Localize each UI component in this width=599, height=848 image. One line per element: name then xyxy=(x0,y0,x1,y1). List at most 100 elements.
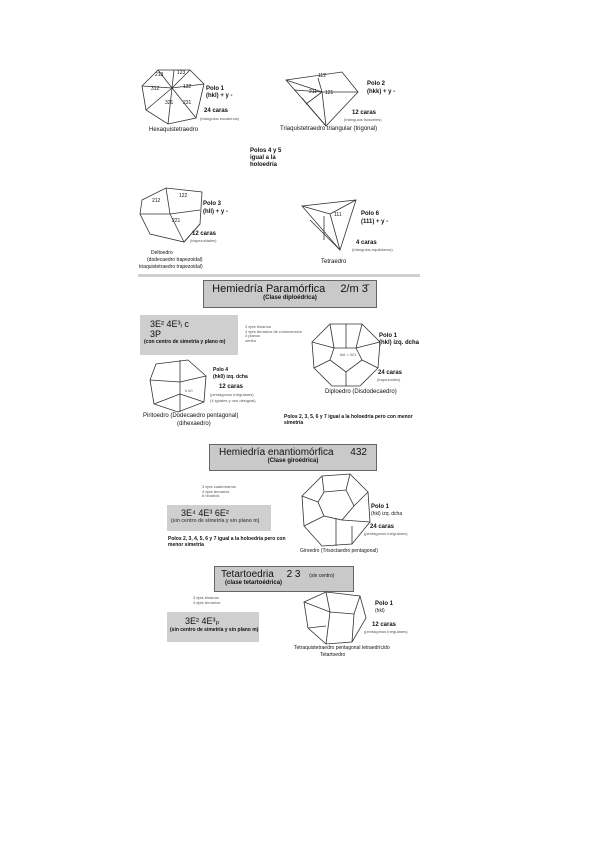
paramorfica-polo1-title: Polo 1 xyxy=(379,333,398,339)
enantiomorfica-polo1-sym: (hkl) izq. dcha xyxy=(371,511,403,517)
face-label-112: 112 xyxy=(318,73,326,79)
piritoedro-drawing xyxy=(149,359,207,413)
tetartoedria-symbol-note: (sin centro) xyxy=(309,573,335,579)
tetartoedria-name: Tetraquistetraedro pentagonal tetraedríc… xyxy=(294,645,390,651)
face-label-231: 231 xyxy=(183,100,192,106)
face-label-212: 212 xyxy=(152,198,161,204)
hexaquistetraedro-drawing xyxy=(141,69,205,125)
face-label-211: 211 xyxy=(309,89,317,95)
paramorfica-subtitle: (Clase diploédrica) xyxy=(263,295,317,301)
deltoedro-name-3: triaquistetraedro trapezoidal) xyxy=(139,264,203,270)
polos-4-5-note: Polos 4 y 5 igual a la holoedría xyxy=(250,148,282,168)
tetartoedria-caras-note: (pentágonos irregulares) xyxy=(364,629,408,634)
triaquis-polo-sym: (hkk) + y - xyxy=(367,89,396,95)
face-label-122: 122 xyxy=(179,193,188,199)
enantiomorfica-caras-note: (pentágonos irregulares) xyxy=(364,531,408,536)
piritoedro-name-2: (dihexaedro) xyxy=(177,421,211,427)
paramorfica-notes: 3 ejes binarios 4 ejes ternarios de roto… xyxy=(245,324,302,343)
tetraedro-caras-note: (triángulos equiláteros) xyxy=(352,247,393,252)
enantiomorfica-polos-note: Polos 2, 3, 4, 5, 6 y 7 igual a la holoe… xyxy=(168,536,286,548)
note-ejes-binarios: 3 ejes binarios xyxy=(245,324,271,329)
section-divider-bar xyxy=(138,274,420,277)
enantiomorfica-title: Hemiedría enantiomórfica xyxy=(219,447,334,458)
diploedro-inner-label: hkl = 321 xyxy=(340,352,357,357)
note-binarios: 6 binarios xyxy=(202,493,220,499)
deltoedro-name-2: (dodecaedro trapezoidal) xyxy=(147,257,203,263)
tetraedro-name: Tetraedro xyxy=(321,259,347,265)
tetartoedria-polo1-sym: (hkl) xyxy=(375,608,385,614)
tetartoedria-subtitle: (clase tetartoédrica) xyxy=(225,580,283,586)
triaquis-polo-title: Polo 2 xyxy=(367,81,386,87)
face-label-132: 132 xyxy=(183,84,192,90)
paramorfica-formula-line1: 3E² 4E³ᵢ c xyxy=(150,319,189,329)
tetraedro-drawing xyxy=(301,199,357,251)
tetartoedria-formula: 3E² 4E³ₚ xyxy=(185,616,220,626)
enantiomorfica-formula: 3E⁴ 4E³ 6E² xyxy=(181,508,229,518)
note-ejes-ternarios-3: 4 ejes ternarios xyxy=(193,599,221,605)
hexaquis-polo-title: Polo 1 xyxy=(206,86,225,92)
paramorfica-polo1-sym: (hkl) izq. dcha xyxy=(379,340,420,346)
enantiomorfica-symbol: 432 xyxy=(350,447,367,458)
tetartoedria-banner: Tetartoedria 2 3 (sin centro) (clase tet… xyxy=(214,566,354,592)
face-label-111: 111 xyxy=(334,212,342,218)
note-centro: centro xyxy=(245,337,257,343)
face-label-321: 321 xyxy=(165,100,174,106)
polo4-caras: 12 caras xyxy=(219,384,244,390)
face-label-121: 121 xyxy=(325,90,334,96)
note-ejes-ternarios: 4 ejes ternarios de rotoinversión xyxy=(245,328,302,334)
paramorfica-formula-note: (con centro de simetría y plano m) xyxy=(144,339,226,345)
polo4-title: Polo 4 xyxy=(213,367,229,373)
deltoedro-polo-sym: (hll) + y - xyxy=(203,209,228,215)
face-label-123: 123 xyxy=(177,70,186,76)
deltoedro-caras-note: (trapezoidales) xyxy=(190,238,217,243)
note-ejes-ternarios-2: 4 ejes ternarios xyxy=(202,488,230,494)
note-ejes-cuaternarios: 3 ejes cuaternarios xyxy=(202,484,236,489)
tetartoedria-polo1-title: Polo 1 xyxy=(375,601,394,607)
deltoedro-caras: 12 caras xyxy=(192,231,217,237)
triaquistetraedro-drawing xyxy=(285,71,359,127)
deltoedro-drawing xyxy=(139,187,203,243)
hexaquis-polo-sym: (hkl) + y - xyxy=(206,93,233,99)
tetartoedro-drawing xyxy=(303,591,367,645)
giroedro-name: Giroedro (Trisoctaedro pentagonal) xyxy=(300,548,378,554)
tetraedro-caras: 4 caras xyxy=(356,240,377,246)
enantiomorfica-polo1-title: Polo 1 xyxy=(371,504,390,510)
paramorfica-polos-note: Polos 2, 3, 5, 6 y 7 igual a la holoedrí… xyxy=(284,414,413,426)
paramorfica-symbol: 2/m 3̄ xyxy=(340,283,368,295)
triaquis-name: Triaquistetraedro triangular (trigonal) xyxy=(280,126,378,132)
polo4-note-2: (4 iguales y uno desigual) xyxy=(210,398,256,403)
piritoedro-face-label: h k0 xyxy=(185,388,193,393)
triaquis-caras-note: (triángulos isósceles) xyxy=(344,117,382,122)
triaquis-caras: 12 caras xyxy=(352,110,377,116)
face-label-221: 221 xyxy=(172,218,181,224)
face-label-312: 312 xyxy=(151,86,160,92)
paramorfica-caras1-note: (trapezoides) xyxy=(377,377,401,382)
tetartoedria-title: Tetartoedria xyxy=(221,569,274,580)
enantiomorfica-subtitle: (Clase giroédrica) xyxy=(267,458,319,464)
enantiomorfica-formula-box: 3E⁴ 4E³ 6E² (sin centro de simetría y si… xyxy=(167,505,271,531)
tetartoedria-caras: 12 caras xyxy=(372,622,397,628)
paramorfica-caras1: 24 caras xyxy=(378,370,403,376)
tetartoedria-symbol: 2 3 xyxy=(286,569,301,580)
enantiomorfica-notes: 3 ejes cuaternarios 4 ejes ternarios 6 b… xyxy=(202,484,236,499)
giroedro-drawing xyxy=(301,473,371,547)
hexaquis-caras: 24 caras xyxy=(204,108,229,114)
tetartoedria-formula-box: 3E² 4E³ₚ (sin centro de simetría y sin p… xyxy=(167,612,259,642)
piritoedro-name: Piritoedro (Dodecaedro pentagonal) xyxy=(143,413,239,419)
note-planos: 3 planos xyxy=(245,333,261,339)
hexaquis-name: Hexaquistetraedro xyxy=(149,127,199,133)
diploedro-drawing xyxy=(311,323,381,387)
note-ejes-binarios-2: 3 ejes binarios xyxy=(193,595,219,600)
paramorfica-formula-box: 3E² 4E³ᵢ c 3P (con centro de simetría y … xyxy=(140,315,238,355)
paramorfica-title: Hemiedría Paramórfica xyxy=(212,283,326,295)
tetartoedria-formula-note: (sin centro de simetría y sin plano m) xyxy=(170,627,259,633)
deltoedro-name: Deltoedro xyxy=(151,250,173,256)
diploedro-name: Diploedro (Disdodecaedro) xyxy=(325,389,397,395)
polo4-note-1: (pentágonos irregulares) xyxy=(210,392,254,397)
paramorfica-formula-line2: 3P xyxy=(150,329,162,339)
polo4-sym: (hk0) izq. dcha xyxy=(213,374,248,380)
tetraedro-polo-sym: (111) + y - xyxy=(361,219,389,225)
enantiomorfica-banner: Hemiedría enantiomórfica 432 (Clase giro… xyxy=(209,444,377,471)
enantiomorfica-formula-note: (sin centro de simetría y sin plano m) xyxy=(171,518,260,524)
tetartoedria-notes: 3 ejes binarios 4 ejes ternarios xyxy=(193,595,221,605)
